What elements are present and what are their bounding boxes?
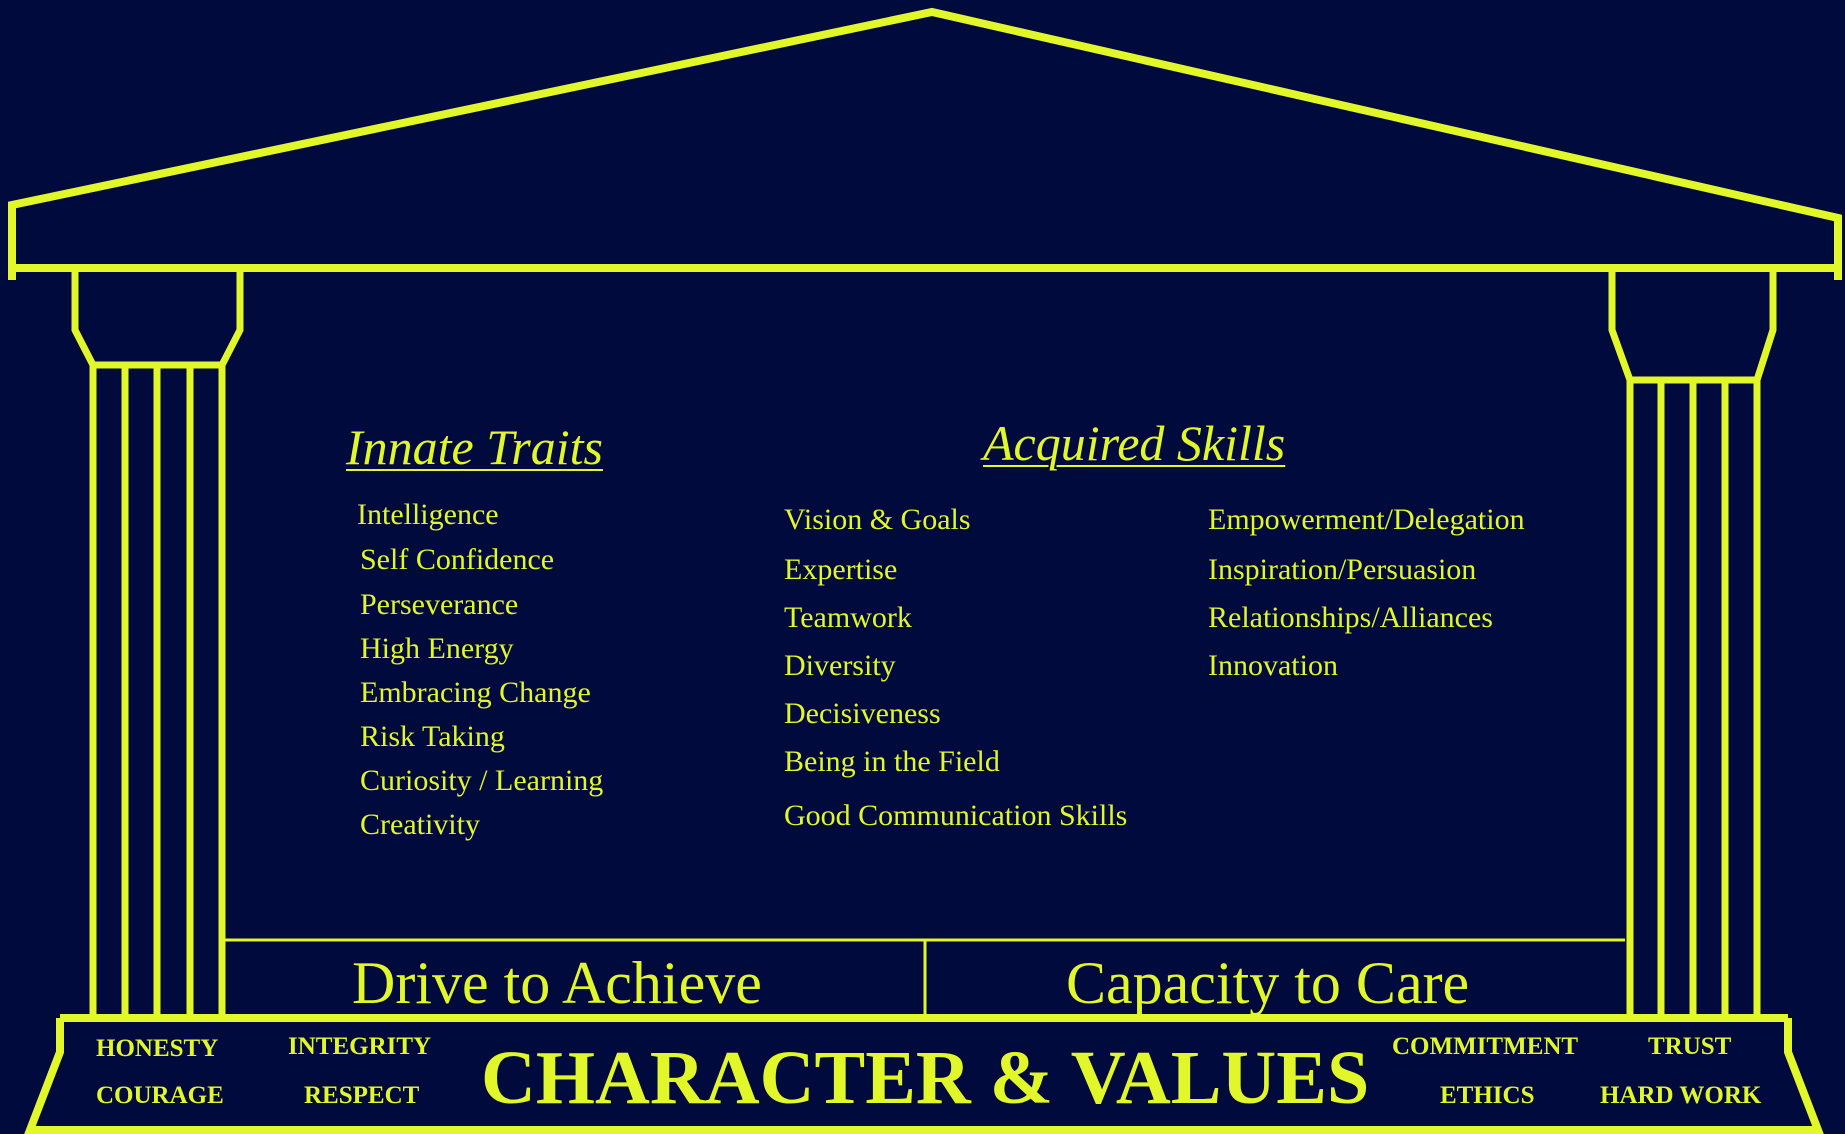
acquired-skills-heading: Acquired Skills (983, 415, 1286, 471)
acquired-skill-item: Expertise (784, 553, 898, 586)
drive-to-achieve-label: Drive to Achieve (352, 950, 762, 1016)
right-column-shaft (1626, 380, 1761, 1018)
foundation-outline (24, 1018, 1824, 1134)
right-column-capital (1608, 272, 1777, 384)
acquired-skill-item: Decisiveness (784, 697, 941, 730)
acquired-skill-item: Relationships/Alliances (1208, 601, 1493, 634)
innate-trait-item: High Energy (360, 632, 514, 665)
left-column-capital (71, 272, 244, 369)
acquired-skill-item: Diversity (784, 649, 896, 682)
character-values-title: CHARACTER & VALUES (481, 1036, 1370, 1120)
capacity-to-care-label: Capacity to Care (1066, 950, 1470, 1016)
innate-trait-item: Creativity (360, 808, 480, 841)
acquired-skill-item: Innovation (1208, 649, 1338, 682)
acquired-skill-item: Teamwork (784, 601, 912, 634)
acquired-skill-item: Being in the Field (784, 745, 1000, 778)
roof-outline (7, 7, 1842, 280)
left-column-shaft (89, 365, 226, 1018)
acquired-skill-item: Empowerment/Delegation (1208, 503, 1525, 536)
acquired-skill-item: Inspiration/Persuasion (1208, 553, 1477, 586)
value-label: COMMITMENT (1392, 1033, 1579, 1060)
innate-trait-item: Curiosity / Learning (360, 764, 604, 797)
innate-trait-item: Intelligence (357, 498, 499, 531)
acquired-skill-item: Vision & Goals (784, 503, 971, 536)
band-divider (225, 938, 1625, 1018)
innate-trait-item: Risk Taking (360, 720, 505, 753)
value-label: HONESTY (96, 1035, 219, 1062)
acquired-skill-item: Good Communication Skills (784, 799, 1128, 832)
innate-trait-item: Perseverance (360, 588, 519, 621)
value-label: ETHICS (1440, 1082, 1535, 1109)
value-label: INTEGRITY (288, 1033, 432, 1060)
value-label: TRUST (1648, 1033, 1732, 1060)
value-label: HARD WORK (1600, 1082, 1762, 1109)
value-label: RESPECT (304, 1082, 420, 1109)
innate-trait-item: Self Confidence (360, 543, 555, 576)
value-label: COURAGE (96, 1082, 224, 1109)
innate-traits-heading: Innate Traits (346, 419, 603, 475)
innate-trait-item: Embracing Change (360, 676, 591, 709)
